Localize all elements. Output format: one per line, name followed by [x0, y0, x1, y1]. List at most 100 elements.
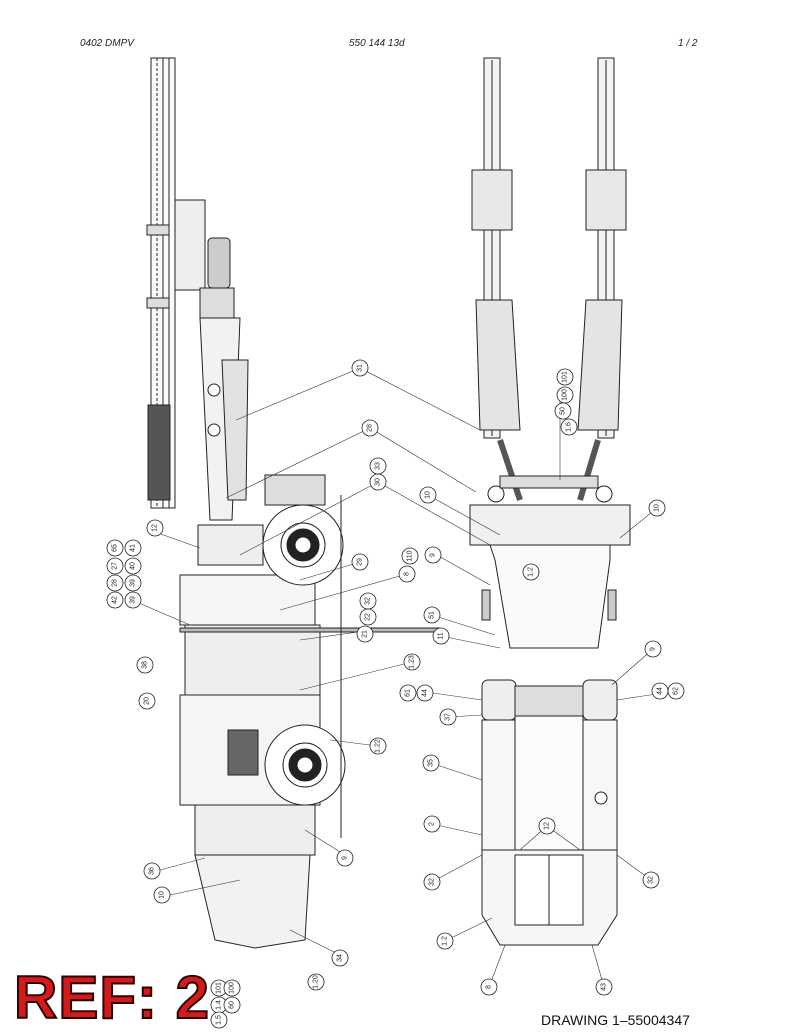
callout-balloon: 12 [538, 817, 556, 835]
balloon-label: 35 [428, 759, 435, 767]
balloon-label: 1.6 [566, 422, 573, 432]
balloon-circle [361, 419, 379, 437]
balloon-circle [416, 684, 434, 702]
balloon-label: 44 [657, 687, 664, 695]
callout-balloon: 11 [432, 627, 450, 645]
balloon-circle [642, 871, 660, 889]
callout-balloon: 44 [651, 682, 669, 700]
callout-balloon: 34 [331, 949, 349, 967]
balloon-circle [106, 574, 124, 592]
balloon-label: 34 [337, 954, 344, 962]
balloon-label: 30 [375, 478, 382, 486]
callout-balloon: 27 [106, 557, 124, 575]
callout-balloon: 10 [153, 886, 171, 904]
balloon-circle [356, 625, 374, 643]
balloon-circle [436, 932, 454, 950]
balloon-label: 39 [130, 596, 137, 604]
callout-balloon: 1.22 [369, 737, 387, 755]
balloon-label: 10 [654, 504, 661, 512]
callout-balloon: 41 [124, 539, 142, 557]
balloon-label: 32 [365, 597, 372, 605]
balloon-circle [423, 606, 441, 624]
balloon-label: 1.4 [216, 1000, 223, 1010]
balloon-circle [331, 949, 349, 967]
callout-balloon: 38 [136, 656, 154, 674]
balloon-circle [424, 546, 442, 564]
balloon-label: 61 [405, 689, 412, 697]
balloon-label: 10 [159, 891, 166, 899]
callout-balloon: 1.6 [560, 418, 578, 436]
callout-balloon: 12 [146, 519, 164, 537]
callout-balloon: 10 [419, 486, 437, 504]
balloon-circle [554, 402, 572, 420]
balloon-circle [336, 849, 354, 867]
balloon-circle [369, 737, 387, 755]
balloon-label: 21 [362, 630, 369, 638]
balloon-label: 28 [367, 424, 374, 432]
balloon-circle [432, 627, 450, 645]
balloon-circle [153, 886, 171, 904]
header-right: 1 / 2 [678, 38, 698, 49]
callout-balloon: 37 [439, 708, 457, 726]
header-left: 0402 DMPV [80, 38, 134, 49]
balloon-circle [146, 519, 164, 537]
balloon-circle [138, 692, 156, 710]
balloon-label: 50 [560, 407, 567, 415]
callout-balloon: 39 [124, 574, 142, 592]
callout-balloon: 9 [644, 640, 662, 658]
callout-balloon: 30 [369, 473, 387, 491]
balloon-circle [522, 563, 540, 581]
callout-balloon: 21 [356, 625, 374, 643]
balloon-label: 1.22 [375, 739, 382, 753]
balloon-label: 40 [130, 562, 137, 570]
balloon-label: 12 [544, 822, 551, 830]
balloon-label: 2 [429, 822, 436, 826]
callout-balloon: 1.20 [307, 973, 325, 991]
callout-balloon: 1.23 [403, 653, 421, 671]
callout-balloon: 28 [106, 574, 124, 592]
balloon-label: 11 [438, 632, 445, 639]
callout-balloon: 32 [359, 592, 377, 610]
balloon-circle [124, 539, 142, 557]
callout-balloon: 33 [369, 457, 387, 475]
balloon-circle [401, 547, 419, 565]
balloon-label: 41 [130, 544, 137, 552]
callout-balloon: 31 [351, 359, 369, 377]
balloon-label: 10 [425, 491, 432, 499]
balloon-label: 100 [562, 389, 569, 401]
balloon-label: 39 [130, 579, 137, 587]
balloon-label: 65 [112, 544, 119, 552]
callout-balloon: 40 [124, 557, 142, 575]
balloon-label: 62 [673, 687, 680, 695]
balloon-circle [136, 656, 154, 674]
balloon-label: 110 [407, 550, 414, 561]
callout-balloon: 43 [595, 978, 613, 996]
callout-balloon: 29 [351, 553, 369, 571]
callout-balloon: 101 [210, 979, 228, 997]
balloon-label: 1.2 [528, 567, 535, 577]
balloon-label: 43 [601, 983, 608, 991]
drawing-number: DRAWING 1–55004347 [541, 1012, 690, 1028]
balloon-label: 20 [144, 697, 151, 705]
balloon-label: 1.23 [409, 655, 416, 669]
balloon-label: 29 [357, 558, 364, 566]
balloon-circle [480, 978, 498, 996]
callout-balloon: 36 [143, 862, 161, 880]
balloon-circle [106, 539, 124, 557]
callout-balloon: 44 [416, 684, 434, 702]
callout-balloon: 51 [423, 606, 441, 624]
balloon-label: 31 [357, 364, 364, 372]
balloon-circle [210, 1011, 228, 1029]
balloon-label: 60 [229, 1001, 236, 1009]
balloon-label: 9 [650, 647, 657, 651]
balloon-label: 1.2 [442, 936, 449, 946]
callout-balloon: 9 [336, 849, 354, 867]
callout-balloon: 1.5 [210, 1011, 228, 1029]
balloon-circle [124, 557, 142, 575]
balloon-circle [351, 359, 369, 377]
callout-balloon: 110 [401, 547, 419, 565]
callout-balloon: 2 [423, 815, 441, 833]
